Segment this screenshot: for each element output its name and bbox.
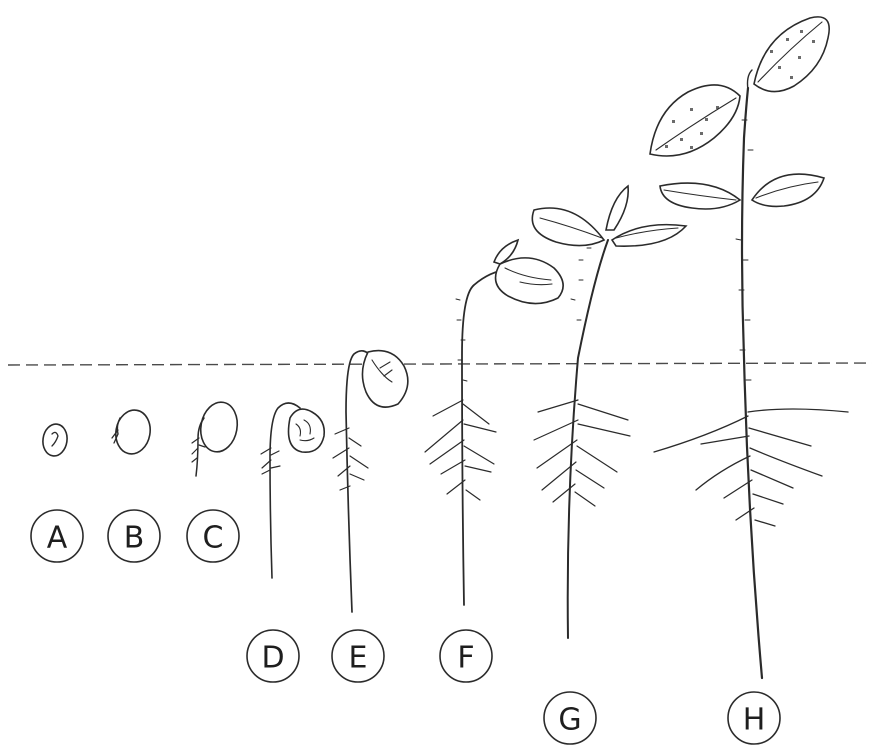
seed-stage-a (41, 422, 69, 457)
seedling-stage-f (425, 240, 563, 605)
stage-label-a: A (31, 510, 83, 562)
stage-label-c-text: C (203, 521, 224, 556)
seedling-stage-g (532, 186, 686, 638)
seedling-stage-e (333, 351, 408, 612)
stage-label-e: E (332, 630, 384, 682)
seed-stage-b (112, 407, 154, 456)
stage-label-e-text: E (349, 641, 368, 676)
stage-label-f-text: F (457, 641, 474, 676)
stage-label-d: D (247, 630, 299, 682)
seedling-stage-d (261, 403, 324, 578)
stage-label-b-text: B (124, 521, 145, 556)
stage-label-h: H (728, 692, 780, 744)
stage-label-c: C (187, 510, 239, 562)
stage-label-a-text: A (47, 521, 68, 556)
stage-label-g: G (544, 692, 596, 744)
soil-surface-line (8, 363, 872, 365)
stage-label-b: B (108, 510, 160, 562)
seedling-stage-h (650, 17, 848, 678)
stage-label-h-text: H (743, 703, 766, 738)
stage-label-g-text: G (558, 703, 581, 738)
seed-stage-c (192, 399, 241, 476)
stage-label-d-text: D (261, 641, 284, 676)
stage-label-f: F (440, 630, 492, 682)
